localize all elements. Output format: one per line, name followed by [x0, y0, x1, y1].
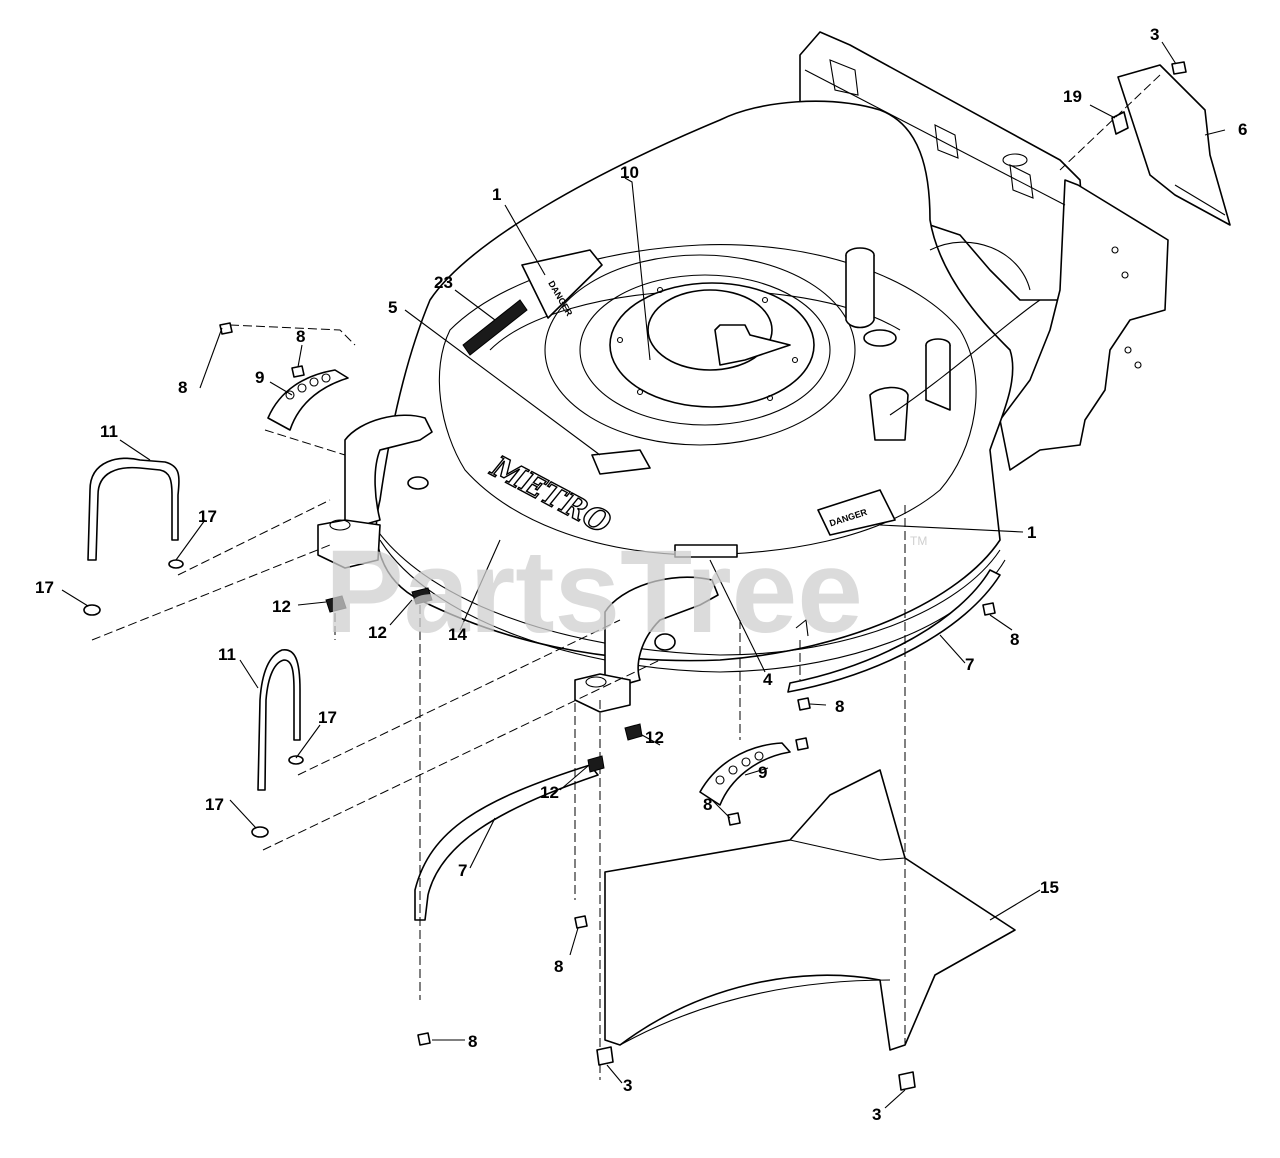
callout: 23 [434, 273, 453, 292]
callout: 8 [468, 1032, 477, 1051]
callout: 14 [448, 625, 467, 644]
callout: 3 [623, 1076, 632, 1095]
front-axle-upper [87, 457, 180, 561]
callout: 19 [1063, 87, 1082, 106]
height-adjust-plate-upper [267, 369, 349, 431]
callout: 11 [100, 422, 118, 441]
callout: 3 [1150, 25, 1159, 44]
callout-numbers: 3 19 6 10 1 23 5 8 9 8 11 17 17 1 12 12 … [35, 25, 1247, 1124]
callout: 11 [218, 645, 236, 664]
callout: 1 [492, 185, 501, 204]
callout: 12 [368, 623, 387, 642]
callout: 17 [318, 708, 337, 727]
callout: 8 [835, 697, 844, 716]
callout: 4 [763, 670, 773, 689]
callout: 15 [1040, 878, 1059, 897]
label-small-5 [591, 449, 651, 475]
front-left-wheel-bracket [317, 414, 433, 569]
callout: 3 [872, 1105, 881, 1124]
callout: 8 [554, 957, 563, 976]
callout: 8 [703, 795, 712, 814]
label-4 [674, 544, 738, 558]
skirt-trim-right [787, 569, 1001, 693]
svg-text:TM: TM [910, 534, 927, 548]
callout: 17 [198, 507, 217, 526]
callout: 8 [1010, 630, 1019, 649]
warning-decal-23 [462, 299, 528, 356]
danger-decal-right: DANGER [817, 489, 896, 536]
callout: 7 [965, 655, 974, 674]
callout: 12 [540, 783, 559, 802]
callout: 6 [1238, 120, 1247, 139]
front-axle-lower [257, 649, 301, 791]
callout: 9 [758, 763, 767, 782]
callout: 10 [620, 163, 639, 182]
height-adjust-plate-lower [699, 742, 791, 806]
callout: 8 [178, 378, 187, 397]
partstree-watermark: PartsTree TM [325, 526, 927, 658]
hardware [83, 322, 996, 1091]
leader-lines [61, 41, 1226, 1109]
callout: 5 [388, 298, 397, 317]
callout: 12 [645, 728, 664, 747]
assembly-lines [91, 74, 1161, 1080]
door-clip [1111, 111, 1129, 135]
skirt-trim-lower [414, 764, 599, 921]
callout: 17 [205, 795, 224, 814]
callout: 1 [1027, 523, 1036, 542]
svg-text:PartsTree: PartsTree [325, 526, 863, 658]
rear-door-flap [1117, 64, 1231, 226]
front-right-wheel-bracket [574, 576, 719, 713]
callout: 12 [272, 597, 291, 616]
mulch-plate [604, 769, 1016, 1051]
callout: 7 [458, 861, 467, 880]
door-screw-top [1171, 61, 1187, 75]
rear-bracket-frame [799, 31, 1169, 471]
callout: 8 [296, 327, 305, 346]
callout: 17 [35, 578, 54, 597]
callout: 9 [255, 368, 264, 387]
